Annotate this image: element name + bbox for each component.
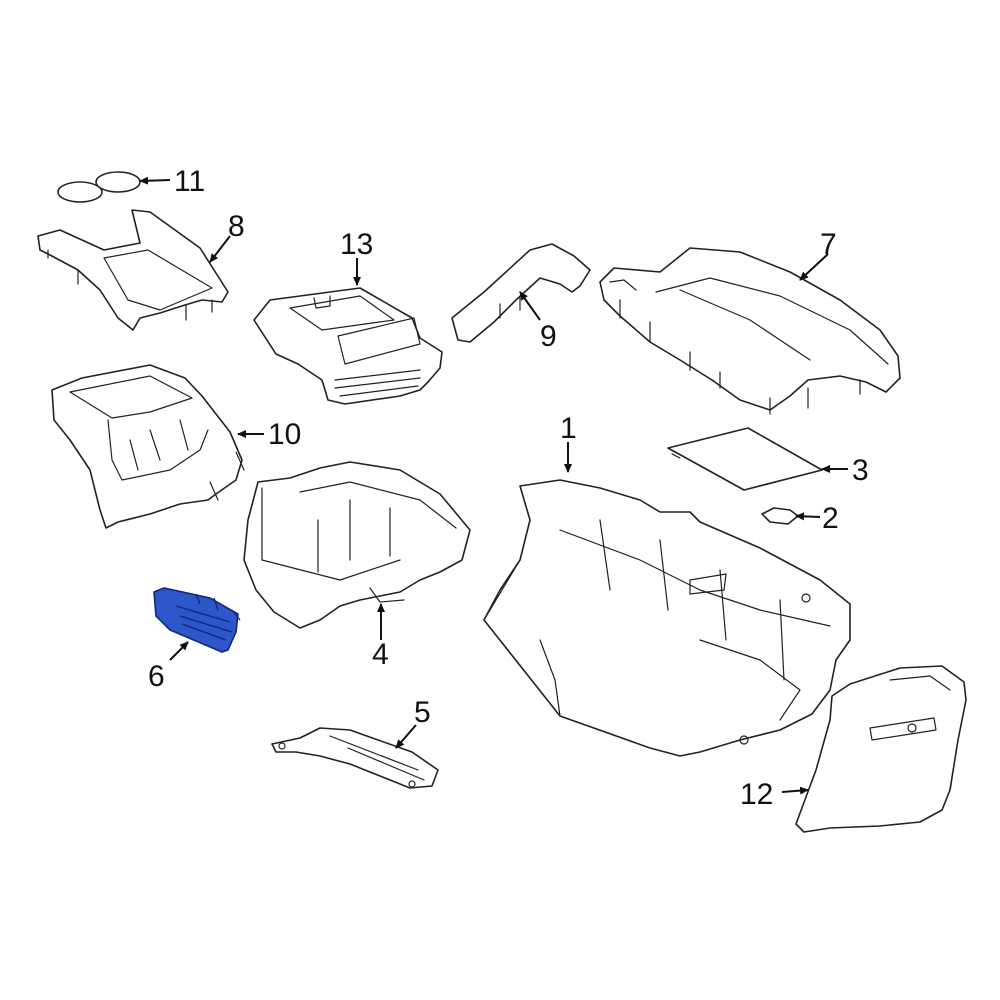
- leader-12: [781, 786, 809, 795]
- part-1-main-console-body[interactable]: [483, 479, 851, 757]
- leader-8: [209, 235, 231, 263]
- callout-2: 2: [822, 502, 839, 535]
- callout-1: 1: [560, 412, 577, 445]
- callout-9: 9: [540, 320, 557, 353]
- callout-8: 8: [228, 210, 245, 243]
- callout-12: 12: [740, 778, 773, 811]
- callout-13: 13: [340, 228, 373, 261]
- part-10-upper-console-bezel[interactable]: [51, 364, 245, 529]
- leader-6: [169, 641, 189, 661]
- callout-7: 7: [820, 228, 837, 261]
- callout-5: 5: [414, 696, 431, 729]
- leader-5: [395, 724, 417, 749]
- callout-10: 10: [268, 418, 301, 451]
- part-6-switch-panel[interactable]: [153, 587, 241, 653]
- part-5-bracket-plate[interactable]: [271, 727, 439, 789]
- leader-11: [139, 176, 171, 185]
- callout-3: 3: [852, 454, 869, 487]
- part-12-rear-panel[interactable]: [795, 665, 967, 833]
- callout-6: 6: [148, 660, 165, 693]
- callout-4: 4: [372, 638, 389, 671]
- callout-11: 11: [174, 165, 205, 198]
- leader-9: [519, 291, 541, 321]
- part-4-lower-console-frame[interactable]: [243, 461, 471, 629]
- part-13-storage-tray[interactable]: [253, 287, 443, 405]
- part-7-armrest-lid[interactable]: [599, 247, 901, 415]
- part-8-cup-holder-bezel[interactable]: [37, 209, 229, 331]
- part-11-cup-holder-rings[interactable]: [57, 171, 141, 203]
- part-2-clip[interactable]: [761, 507, 799, 525]
- part-3-mat[interactable]: [667, 427, 823, 491]
- leader-7: [799, 253, 829, 281]
- leader-2: [795, 512, 821, 521]
